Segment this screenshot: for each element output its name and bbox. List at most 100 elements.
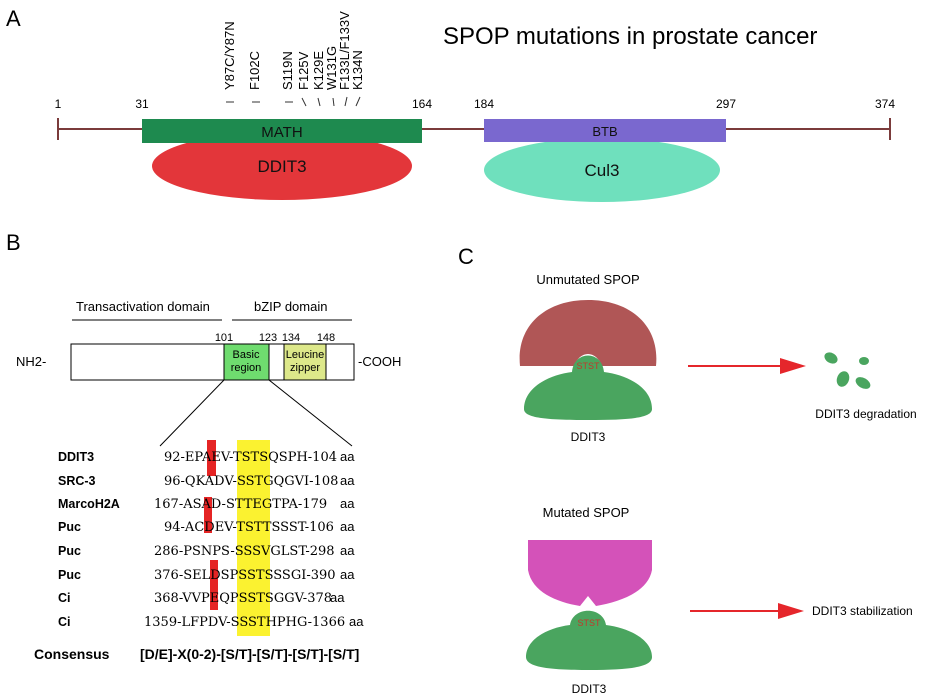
basic-region-box <box>223 343 270 381</box>
sst-motif-highlight <box>237 440 270 636</box>
alignment-row-seq: 368-VVPEQPSSTSGGV-378 <box>154 591 332 606</box>
ddit3-binding-label: DDIT3 <box>257 157 306 176</box>
mutated-spop-shape <box>528 540 652 606</box>
panel-a-title: SPOP mutations in prostate cancer <box>443 23 817 50</box>
mutation-tick <box>332 97 335 107</box>
mutation-tick <box>317 97 321 107</box>
alignment-row-name: Puc <box>58 544 81 558</box>
mutation-label-w131g: W131G <box>324 46 339 90</box>
mutation-ticks <box>226 96 361 107</box>
alignment-row-seq: 1359-LFPDV-SSSTHPHG-1366 <box>144 615 345 630</box>
btb-domain-label: BTB <box>592 124 617 139</box>
acidic-residue-highlight <box>210 560 218 610</box>
alignment-row-aa: aa <box>340 543 355 558</box>
ddit3-label-bottom: DDIT3 <box>572 682 607 696</box>
position-label-297: 297 <box>716 97 736 111</box>
mutation-label-k129e: K129E <box>311 51 326 90</box>
position-label-31: 31 <box>135 97 149 111</box>
mutation-label-f133: F133L/F133V <box>337 11 352 90</box>
mutation-label-f125v: F125V <box>296 51 311 90</box>
degradation-arrow-head <box>780 358 806 374</box>
mutated-spop-title: Mutated SPOP <box>543 505 630 520</box>
unmutated-spop-shape <box>519 300 657 366</box>
position-label-164: 164 <box>412 97 432 111</box>
position-label-134: 134 <box>282 332 300 344</box>
alignment-rows: DDIT3 92-EPAEV-TSTSQSPH-104 aa SRC-3 96-… <box>58 449 364 630</box>
ddit3-fragment <box>855 377 871 389</box>
outcome-stabilization-label: DDIT3 stabilization <box>812 604 913 618</box>
mutation-label-s119n: S119N <box>280 51 295 90</box>
alignment-row-name: Ci <box>58 591 71 605</box>
leucine-zipper-label-line2: zipper <box>290 362 320 374</box>
alignment-row-seq: 96-QKADV-SSTGQGVI-108 <box>164 474 338 489</box>
alignment-row-aa: aa <box>349 614 364 629</box>
mutation-tick <box>301 97 307 107</box>
mutation-label-k134n: K134N <box>350 50 365 90</box>
alignment-row-aa: aa <box>340 449 355 464</box>
cooh-terminus-label: -COOH <box>358 354 401 369</box>
alignment-row-seq: 92-EPAEV-TSTSQSPH-104 <box>164 450 337 465</box>
ddit3-shape-top <box>524 355 652 420</box>
consensus-label: Consensus <box>34 646 110 662</box>
btb-domain-bar <box>484 119 726 142</box>
position-label-1: 1 <box>55 97 62 111</box>
unmutated-spop-title: Unmutated SPOP <box>536 272 639 287</box>
zoom-line-left <box>159 379 225 447</box>
panel-b-letter: B <box>6 230 21 255</box>
bzip-domain-label: bZIP domain <box>254 299 327 314</box>
panel-a-letter: A <box>6 6 21 31</box>
zoom-line-right <box>268 379 353 447</box>
alignment-row-name: DDIT3 <box>58 450 94 464</box>
alignment-row-seq: 376-SELDSPSSTSSSGI-390 <box>154 568 336 583</box>
mutation-tick <box>355 96 361 107</box>
panel-a: A SPOP mutations in prostate cancer 1 31… <box>6 6 895 202</box>
alignment-row-aa: aa <box>340 567 355 582</box>
alignment-row-aa: aa <box>340 519 355 534</box>
mutation-tick <box>344 96 348 107</box>
alignment-row-aa: aa <box>340 496 355 511</box>
alignment-row-name: SRC-3 <box>58 474 96 488</box>
leucine-zipper-label-line1: Leucine <box>286 349 325 361</box>
nh2-terminus-label: NH2- <box>16 354 46 369</box>
position-label-374: 374 <box>875 97 895 111</box>
panel-c: C Unmutated SPOP STST DDIT3 DDIT3 degrad… <box>458 244 917 696</box>
stst-motif-top: STST <box>576 361 600 371</box>
alignment-row-name: Ci <box>58 615 71 629</box>
consensus-sequence: [D/E]-X(0-2)-[S/T]-[S/T]-[S/T]-[S/T] <box>140 646 359 662</box>
ddit3-label-top: DDIT3 <box>571 430 606 444</box>
position-label-123: 123 <box>259 332 277 344</box>
alignment-row-name: Puc <box>58 568 81 582</box>
alignment-row-name: Puc <box>58 520 81 534</box>
mutation-label-y87: Y87C/Y87N <box>222 21 237 90</box>
position-label-148: 148 <box>317 332 335 344</box>
ddit3-shape-bottom <box>526 610 652 670</box>
position-label-184: 184 <box>474 97 494 111</box>
alignment-row-seq: 94-ACDEV-TSTTSSST-106 <box>164 520 334 535</box>
alignment-row-seq: 167-ASAD-STTEGTPA-179 <box>154 497 327 512</box>
cul3-binding-label: Cul3 <box>585 161 620 180</box>
ddit3-fragment <box>859 357 869 365</box>
panel-b: B Transactivation domain bZIP domain 101… <box>6 230 401 662</box>
alignment-row-name: MarcoH2A <box>58 497 120 511</box>
cul3-binding-ellipse <box>484 138 720 202</box>
panel-c-letter: C <box>458 244 474 269</box>
math-domain-bar <box>142 119 422 143</box>
alignment-row-seq: 286-PSNPS-SSSVGLST-298 <box>154 544 335 559</box>
acidic-residue-highlight <box>204 497 212 533</box>
basic-region-label-line2: region <box>231 362 262 374</box>
ddit3-binding-ellipse <box>152 132 412 200</box>
ddit3-fragment <box>836 371 850 387</box>
alignment-row-aa: aa <box>340 473 355 488</box>
leucine-zipper-box <box>283 343 327 381</box>
stst-motif-bottom: STST <box>577 618 601 628</box>
math-domain-label: MATH <box>261 124 302 141</box>
alignment-row-aa: aa <box>330 590 345 605</box>
acidic-residue-highlight <box>207 440 216 476</box>
transactivation-domain-label: Transactivation domain <box>76 299 210 314</box>
ddit3-fragment <box>824 352 838 364</box>
outcome-degradation-label: DDIT3 degradation <box>815 407 916 421</box>
position-label-101: 101 <box>215 332 233 344</box>
basic-region-label-line1: Basic <box>233 349 260 361</box>
mutation-label-f102c: F102C <box>247 51 262 90</box>
